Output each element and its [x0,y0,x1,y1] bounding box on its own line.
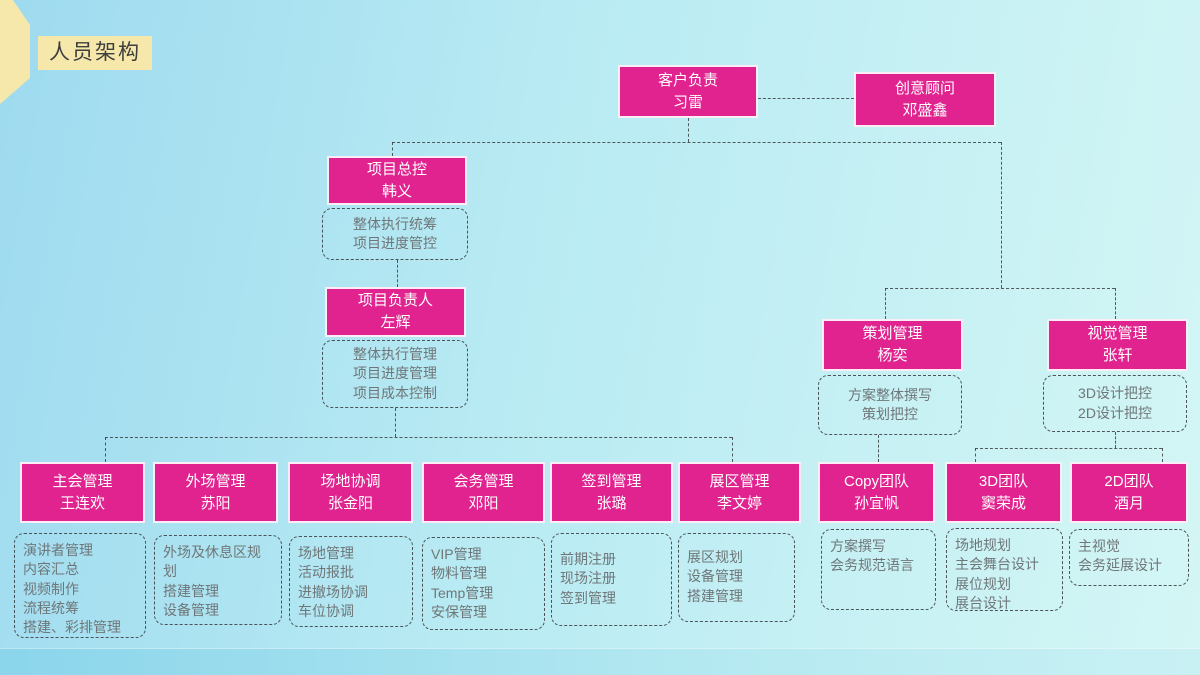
org-node-creative-consultant: 创意顾问 邓盛鑫 [854,72,996,127]
org-node-team-conference-affairs: 会务管理 邓阳 [422,462,545,523]
node-name: 孙宜帆 [853,494,899,512]
connector-line [885,288,886,319]
duty-box-copy-team: 方案撰写 会务规范语言 [821,529,936,610]
node-role: Copy团队 [843,472,910,490]
connector-line [758,98,854,99]
org-node-planning-manager: 策划管理 杨奕 [822,319,963,371]
connector-line [395,408,396,437]
connector-line [105,437,106,462]
duty-box-outfield: 外场及休息区规划 搭建管理 设备管理 [154,535,282,625]
org-node-client-lead: 客户负责 习雷 [618,65,758,118]
node-role: 主会管理 [52,472,113,490]
org-node-team-venue-coordination: 场地协调 张金阳 [288,462,413,523]
connector-line [392,142,1001,143]
duty-box-main-venue: 演讲者管理 内容汇总 视频制作 流程统筹 搭建、彩排管理 [14,533,146,638]
duty-box-project-master-control: 整体执行统筹 项目进度管控 [322,208,468,260]
duty-box-3d-team: 场地规划 主会舞台设计 展位规划 展台设计 [946,528,1063,611]
node-name: 邓阳 [468,494,499,512]
node-name: 邓盛鑫 [902,101,948,119]
node-role: 视觉管理 [1087,325,1148,343]
node-role: 项目负责人 [357,292,433,310]
node-role: 展区管理 [709,472,770,490]
duty-box-visual-manager: 3D设计把控 2D设计把控 [1043,375,1187,432]
node-name: 习雷 [672,93,703,111]
node-role: 2D团队 [1104,472,1154,490]
node-name: 张璐 [596,494,627,512]
org-node-team-checkin: 签到管理 张璐 [550,462,673,523]
node-name: 左辉 [380,314,411,331]
duty-box-venue-coordination: 场地管理 活动报批 进撤场协调 车位协调 [289,536,413,627]
org-node-project-master-control: 项目总控 韩义 [327,156,467,205]
node-role: 会务管理 [453,472,514,490]
org-node-visual-manager: 视觉管理 张轩 [1047,319,1188,371]
connector-line [397,260,398,287]
connector-line [1162,448,1163,462]
org-node-team-copy: Copy团队 孙宜帆 [818,462,935,523]
connector-line [975,448,1162,449]
node-role: 外场管理 [185,472,246,490]
org-node-team-outfield: 外场管理 苏阳 [153,462,278,523]
connector-line [392,142,393,156]
node-name: 张金阳 [327,494,373,512]
connector-line [732,437,733,462]
duty-box-planning-manager: 方案整体撰写 策划把控 [818,375,962,435]
node-name: 窦荣成 [980,494,1026,512]
duty-box-project-leader: 整体执行管理 项目进度管理 项目成本控制 [322,340,468,408]
duty-box-exhibition: 展区规划 设备管理 搭建管理 [678,533,795,622]
node-role: 创意顾问 [894,79,955,97]
connector-line [105,437,732,438]
node-role: 项目总控 [366,160,427,178]
node-name: 杨奕 [877,347,908,364]
node-name: 韩义 [381,182,412,200]
connector-line [878,435,879,462]
duty-box-conference-affairs: VIP管理 物料管理 Temp管理 安保管理 [422,537,545,630]
node-role: 场地协调 [320,472,381,490]
connector-line [975,448,976,462]
connector-line [1115,432,1116,448]
node-name: 酒月 [1113,494,1144,512]
org-node-team-main-venue: 主会管理 王连欢 [20,462,145,523]
duty-box-2d-team: 主视觉 会务延展设计 [1069,529,1189,586]
connector-line [688,118,689,142]
connector-line [1115,288,1116,319]
node-role: 3D团队 [978,472,1029,490]
org-node-team-exhibition: 展区管理 李文婷 [678,462,801,523]
org-node-team-3d: 3D团队 窦荣成 [945,462,1062,523]
connector-line [1001,142,1002,288]
duty-box-checkin: 前期注册 现场注册 签到管理 [551,533,672,626]
node-role: 签到管理 [581,472,642,490]
node-name: 王连欢 [59,494,105,512]
node-name: 张轩 [1102,347,1133,364]
org-node-team-2d: 2D团队 酒月 [1070,462,1188,523]
corner-arrow-decoration [0,0,30,104]
node-role: 客户负责 [657,71,718,89]
node-role: 策划管理 [862,325,923,343]
page-title: 人员架构 [38,36,152,70]
org-node-project-leader: 项目负责人 左辉 [325,287,466,337]
connector-line [885,288,1115,289]
node-name: 苏阳 [200,494,231,512]
bottom-band-decoration [0,648,1200,675]
node-name: 李文婷 [716,494,762,512]
